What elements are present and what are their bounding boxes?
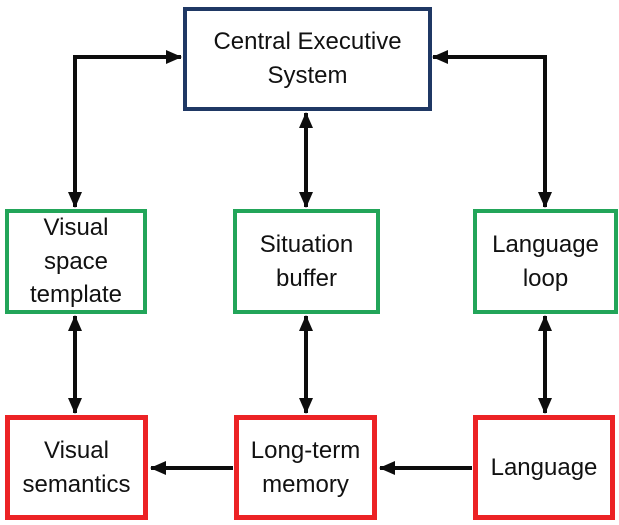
node-language: Language bbox=[473, 415, 615, 520]
node-long-term-memory: Long-term memory bbox=[234, 415, 377, 520]
node-visual-space-template: Visual space template bbox=[5, 209, 147, 314]
node-language-loop: Language loop bbox=[473, 209, 618, 314]
node-situation-buffer: Situation buffer bbox=[233, 209, 380, 314]
edge-ces-language-loop bbox=[432, 50, 552, 208]
node-visual-semantics: Visual semantics bbox=[5, 415, 148, 520]
node-central-executive-system: Central Executive System bbox=[183, 7, 432, 111]
edge-ces-visual-space-template bbox=[68, 50, 182, 208]
